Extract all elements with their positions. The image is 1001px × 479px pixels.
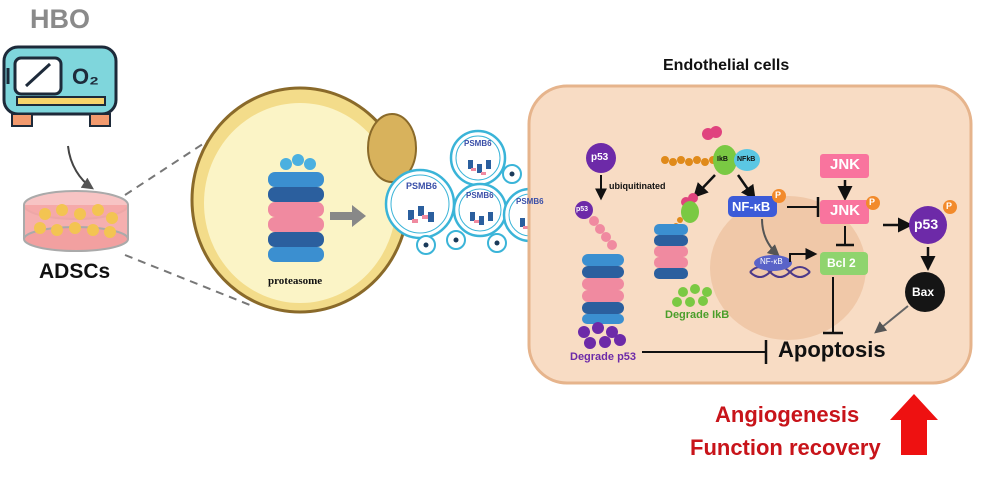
- up-arrow-icon: [890, 394, 938, 455]
- outcome-line-1: Angiogenesis: [715, 402, 860, 427]
- proteasome-p53-icon: [575, 201, 624, 324]
- bax-to-apoptosis-arrow: [874, 305, 909, 334]
- ikb-nfkb-complex-icon: [661, 126, 760, 175]
- proteasome-export-arrow: [330, 205, 366, 227]
- jnk-phospho-badge: [866, 196, 880, 210]
- p53-molecule-top: [586, 143, 616, 173]
- o2-label: O₂: [72, 64, 99, 89]
- degraded-p53-dots: [578, 322, 626, 349]
- bcl2-label: Bcl 2: [827, 256, 856, 270]
- cell-title: Endothelial cells: [663, 57, 790, 74]
- hbo-to-dish-arrow: [67, 145, 94, 190]
- p53-right-label: p53: [914, 216, 939, 232]
- proteasome-ikb-icon: [654, 193, 699, 279]
- small-vesicles: [416, 164, 522, 255]
- ikb-label: IkB: [717, 156, 728, 163]
- p53-bound-label: p53: [576, 206, 589, 213]
- p53-phospho-label: P: [946, 201, 953, 211]
- jnk-mid-node: [820, 200, 869, 224]
- nfkb-phospho-badge: [772, 189, 786, 203]
- ikb-degradation-arrow: [692, 174, 716, 199]
- proteasome-icon: [268, 154, 324, 262]
- p53-right-node: [909, 206, 947, 244]
- zoom-line-bottom: [124, 254, 251, 306]
- jnk-top-node: [820, 154, 869, 178]
- hbo-chamber-icon: [2, 45, 118, 127]
- degraded-ikb-dots: [672, 284, 712, 307]
- vesicle-label-2: PSMB6: [464, 139, 492, 148]
- outcome-line-2: Function recovery: [690, 435, 881, 460]
- degrade-p53-label: Degrade p53: [570, 351, 637, 363]
- p53-top-label: p53: [591, 152, 609, 163]
- vesicle-label-1: PSMB6: [406, 181, 438, 191]
- nfkb-nuclear-arrow: [761, 218, 780, 257]
- nfkb-phospho-label: P: [775, 190, 782, 200]
- jnk-phospho-label: P: [869, 197, 876, 207]
- dna-icon: [749, 248, 818, 278]
- apoptosis-label: Apoptosis: [778, 337, 886, 362]
- nfkb-dna-label: NF-κB: [760, 257, 783, 266]
- vesicle-label-3: PSMB6: [466, 191, 494, 200]
- adscs-label: ADSCs: [39, 260, 111, 283]
- nfkb-release-arrow: [736, 174, 756, 201]
- ubiquitinated-label: ubiquitinated: [609, 181, 666, 191]
- bcl2-node: [820, 252, 868, 275]
- nfkb-node: [728, 196, 777, 217]
- bax-label: Bax: [912, 285, 935, 299]
- nfkb-label: NF-κB: [732, 199, 771, 214]
- vesicle-label-4: PSMB6: [516, 197, 544, 206]
- nfkb-small-label: NFkB: [737, 156, 756, 163]
- hbo-label: HBO: [30, 4, 90, 34]
- degrade-ikb-label: Degrade IkB: [665, 309, 730, 321]
- jnk-mid-label: JNK: [830, 202, 861, 219]
- nucleus: [710, 196, 866, 340]
- jnk-top-label: JNK: [830, 156, 861, 173]
- p53-phospho-badge: [943, 200, 957, 214]
- proteasome-label: proteasome: [268, 275, 323, 287]
- bax-node: [905, 272, 945, 312]
- petri-dish-icon: [23, 190, 129, 252]
